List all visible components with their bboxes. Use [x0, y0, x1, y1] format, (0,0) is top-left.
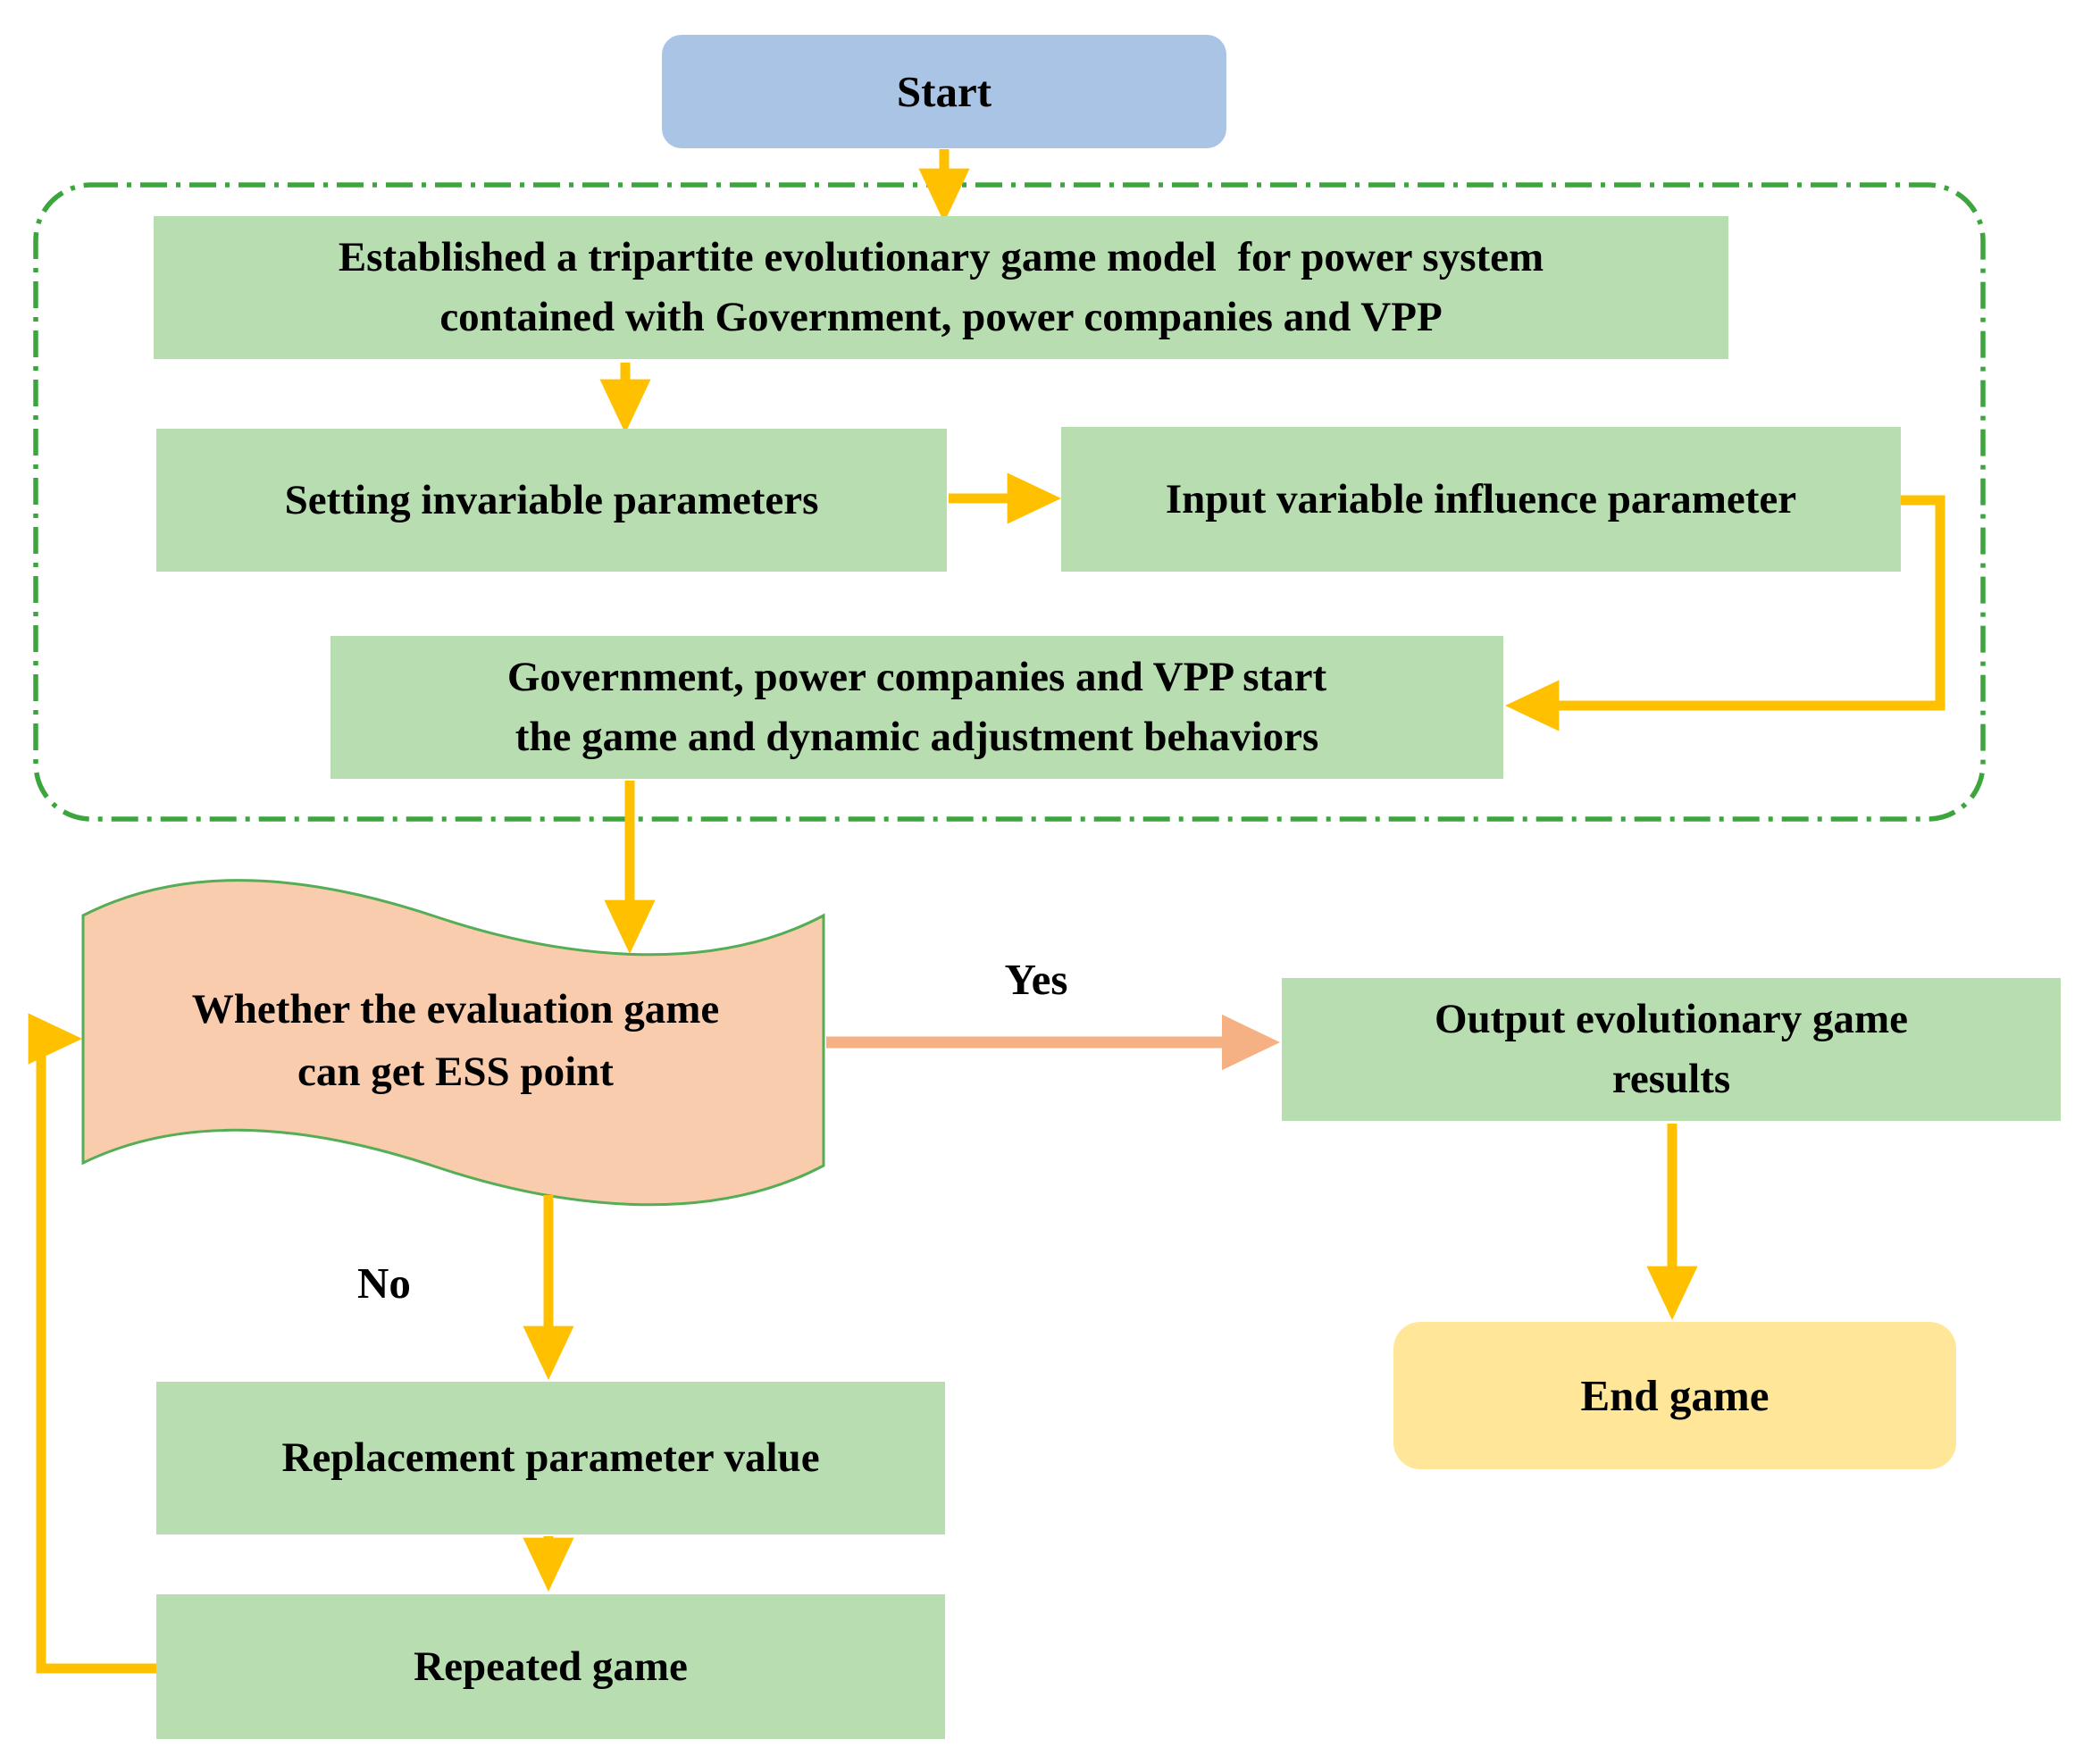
arrow-variable-to-game — [1504, 495, 1945, 732]
replacement-parameter-node: Replacement parameter value — [156, 1382, 945, 1534]
game-start-line1: Government, power companies and VPP star… — [506, 654, 1327, 701]
game-start-line2: the game and dynamic adjustment behavior… — [515, 714, 1319, 760]
establish-model-node: Established a tripartite evolutionary ga… — [154, 216, 1728, 359]
start-label: Start — [896, 66, 992, 116]
repeated-game-node: Repeated game — [156, 1594, 945, 1739]
ess-decision-label: Whether the evaluation game can get ESS … — [98, 974, 813, 1108]
output-results-line1: Output evolutionary game — [1434, 996, 1909, 1043]
ess-decision-line2: can get ESS point — [297, 1049, 614, 1095]
input-variable-parameter-label: Input variable influence parameter — [1165, 475, 1797, 523]
input-variable-parameter-node: Input variable influence parameter — [1061, 427, 1901, 572]
replacement-parameter-label: Replacement parameter value — [281, 1434, 820, 1482]
establish-model-line1: Established a tripartite evolutionary ga… — [338, 234, 1544, 281]
yes-edge-label: Yes — [1004, 955, 1068, 1004]
decision-wave-shape — [81, 879, 825, 1207]
repeated-game-label: Repeated game — [414, 1643, 688, 1690]
ess-decision-line1: Whether the evaluation game — [191, 985, 720, 1032]
start-node: Start — [662, 35, 1226, 148]
setting-invariable-parameters-label: Setting invariable parameters — [284, 476, 819, 523]
arrow-repeated-loopback-to-decision — [28, 1013, 161, 1674]
setting-invariable-parameters-node: Setting invariable parameters — [156, 429, 947, 572]
model-stage-group-border — [33, 182, 1986, 822]
end-game-label: End game — [1580, 1370, 1770, 1420]
output-results-line2: results — [1611, 1056, 1731, 1102]
game-start-node: Government, power companies and VPP star… — [330, 636, 1503, 779]
establish-model-line2: contained with Government, power compani… — [439, 294, 1443, 340]
end-game-node: End game — [1393, 1322, 1956, 1469]
no-edge-label: No — [357, 1258, 411, 1308]
output-results-node: Output evolutionary game results — [1282, 978, 2061, 1121]
